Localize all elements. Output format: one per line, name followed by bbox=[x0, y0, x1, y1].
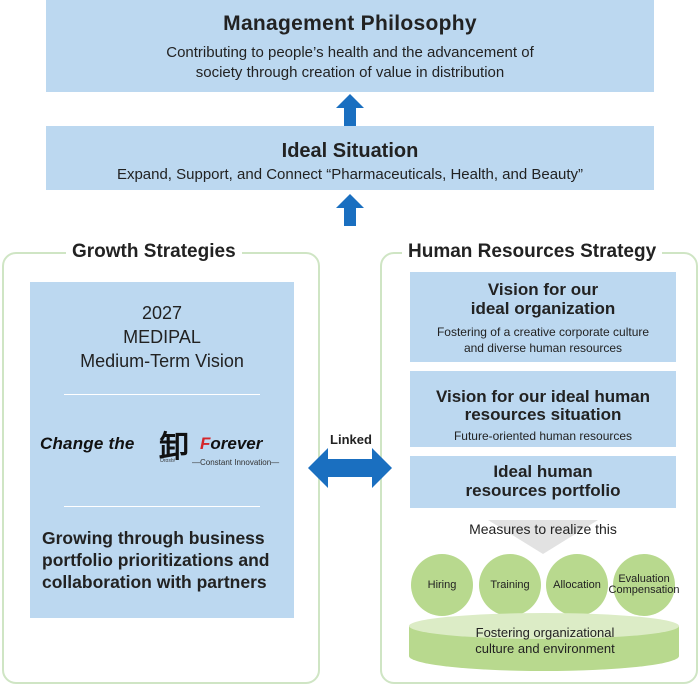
management-philosophy-title: Management Philosophy bbox=[223, 12, 477, 35]
logo-change-text: Change the bbox=[40, 434, 135, 453]
up-arrow-icon bbox=[336, 94, 364, 126]
measure-hiring: Hiring bbox=[411, 554, 473, 616]
growth-strategies-title: Growth Strategies bbox=[66, 241, 242, 263]
medium-term-vision-box: 2027 MEDIPAL Medium-Term Vision Change t… bbox=[30, 282, 294, 618]
ideal-hr-situation-sub: Future-oriented human resources bbox=[453, 429, 633, 443]
growth-strategy-text: Growing through business portfolio prior… bbox=[42, 527, 286, 593]
up-arrow-icon bbox=[336, 194, 364, 226]
hr-portfolio-box: Ideal human resources portfolio bbox=[410, 456, 676, 508]
ideal-situation-title: Ideal Situation bbox=[281, 140, 419, 162]
measures-label: Measures to realize this bbox=[469, 521, 617, 537]
ideal-organization-title-1: Vision for our bbox=[487, 280, 599, 299]
foundation-line-2: culture and environment bbox=[475, 641, 615, 656]
measure-label: Evaluation bbox=[618, 573, 670, 585]
ideal-hr-situation-title-2: resources situation bbox=[464, 405, 622, 424]
growth-text-line-1: Growing through business bbox=[42, 528, 265, 548]
ideal-organization-box: Vision for our ideal organization Foster… bbox=[410, 272, 676, 362]
logo-tagline: —Constant Innovation— bbox=[192, 458, 280, 467]
linked-label: Linked bbox=[330, 432, 372, 447]
measure-label: Allocation bbox=[553, 578, 601, 591]
foundation-line-1: Fostering organizational bbox=[475, 625, 615, 640]
hr-portfolio-title-1: Ideal human bbox=[493, 462, 593, 481]
vision-title: Medium-Term Vision bbox=[80, 351, 244, 371]
divider bbox=[64, 394, 260, 395]
management-philosophy-line-2: society through creation of value in dis… bbox=[195, 64, 505, 81]
hr-portfolio-title-2: resources portfolio bbox=[465, 481, 621, 500]
ideal-situation-text: Expand, Support, and Connect “Pharmaceut… bbox=[116, 166, 584, 183]
management-philosophy-box: Management Philosophy Contributing to pe… bbox=[46, 0, 654, 92]
divider bbox=[64, 506, 260, 507]
management-philosophy-line-1: Contributing to people’s health and the … bbox=[166, 44, 534, 61]
measure-label: Hiring bbox=[427, 578, 457, 591]
ideal-situation-box: Ideal Situation Expand, Support, and Con… bbox=[46, 126, 654, 190]
double-arrow-icon bbox=[308, 448, 392, 488]
foundation-text: Fostering organizational culture and env… bbox=[440, 625, 650, 657]
vision-year: 2027 bbox=[141, 303, 183, 323]
measure-evaluation-compensation: Evaluation Compensation bbox=[609, 554, 679, 616]
measure-label: Compensation bbox=[608, 584, 680, 596]
measure-allocation: Allocation bbox=[546, 554, 608, 616]
logo-kanji: 卸 bbox=[159, 430, 189, 465]
ideal-organization-sub-2: and diverse human resources bbox=[463, 341, 623, 355]
measure-training: Training bbox=[479, 554, 541, 616]
logo-oroshi-text: Oroshi bbox=[160, 458, 175, 464]
growth-text-line-2: portfolio prioritizations and bbox=[42, 550, 270, 570]
ideal-hr-situation-box: Vision for our ideal human resources sit… bbox=[410, 371, 676, 447]
ideal-organization-sub-1: Fostering of a creative corporate cultur… bbox=[436, 325, 650, 339]
vision-company: MEDIPAL bbox=[123, 327, 201, 347]
ideal-organization-title-2: ideal organization bbox=[470, 299, 616, 318]
logo-forever-text: Forever bbox=[200, 434, 262, 454]
funnel-triangle bbox=[488, 520, 598, 554]
measure-label: Training bbox=[490, 578, 530, 591]
management-philosophy-text: Contributing to people’s health and the … bbox=[86, 43, 614, 83]
hr-strategy-title: Human Resources Strategy bbox=[402, 241, 663, 263]
ideal-hr-situation-title-1: Vision for our ideal human bbox=[435, 387, 651, 406]
foundation-cylinder bbox=[409, 613, 679, 671]
growth-text-line-3: collaboration with partners bbox=[42, 572, 267, 592]
logo-forever-f: F bbox=[200, 434, 211, 453]
logo-forever-rest: orever bbox=[210, 434, 263, 453]
